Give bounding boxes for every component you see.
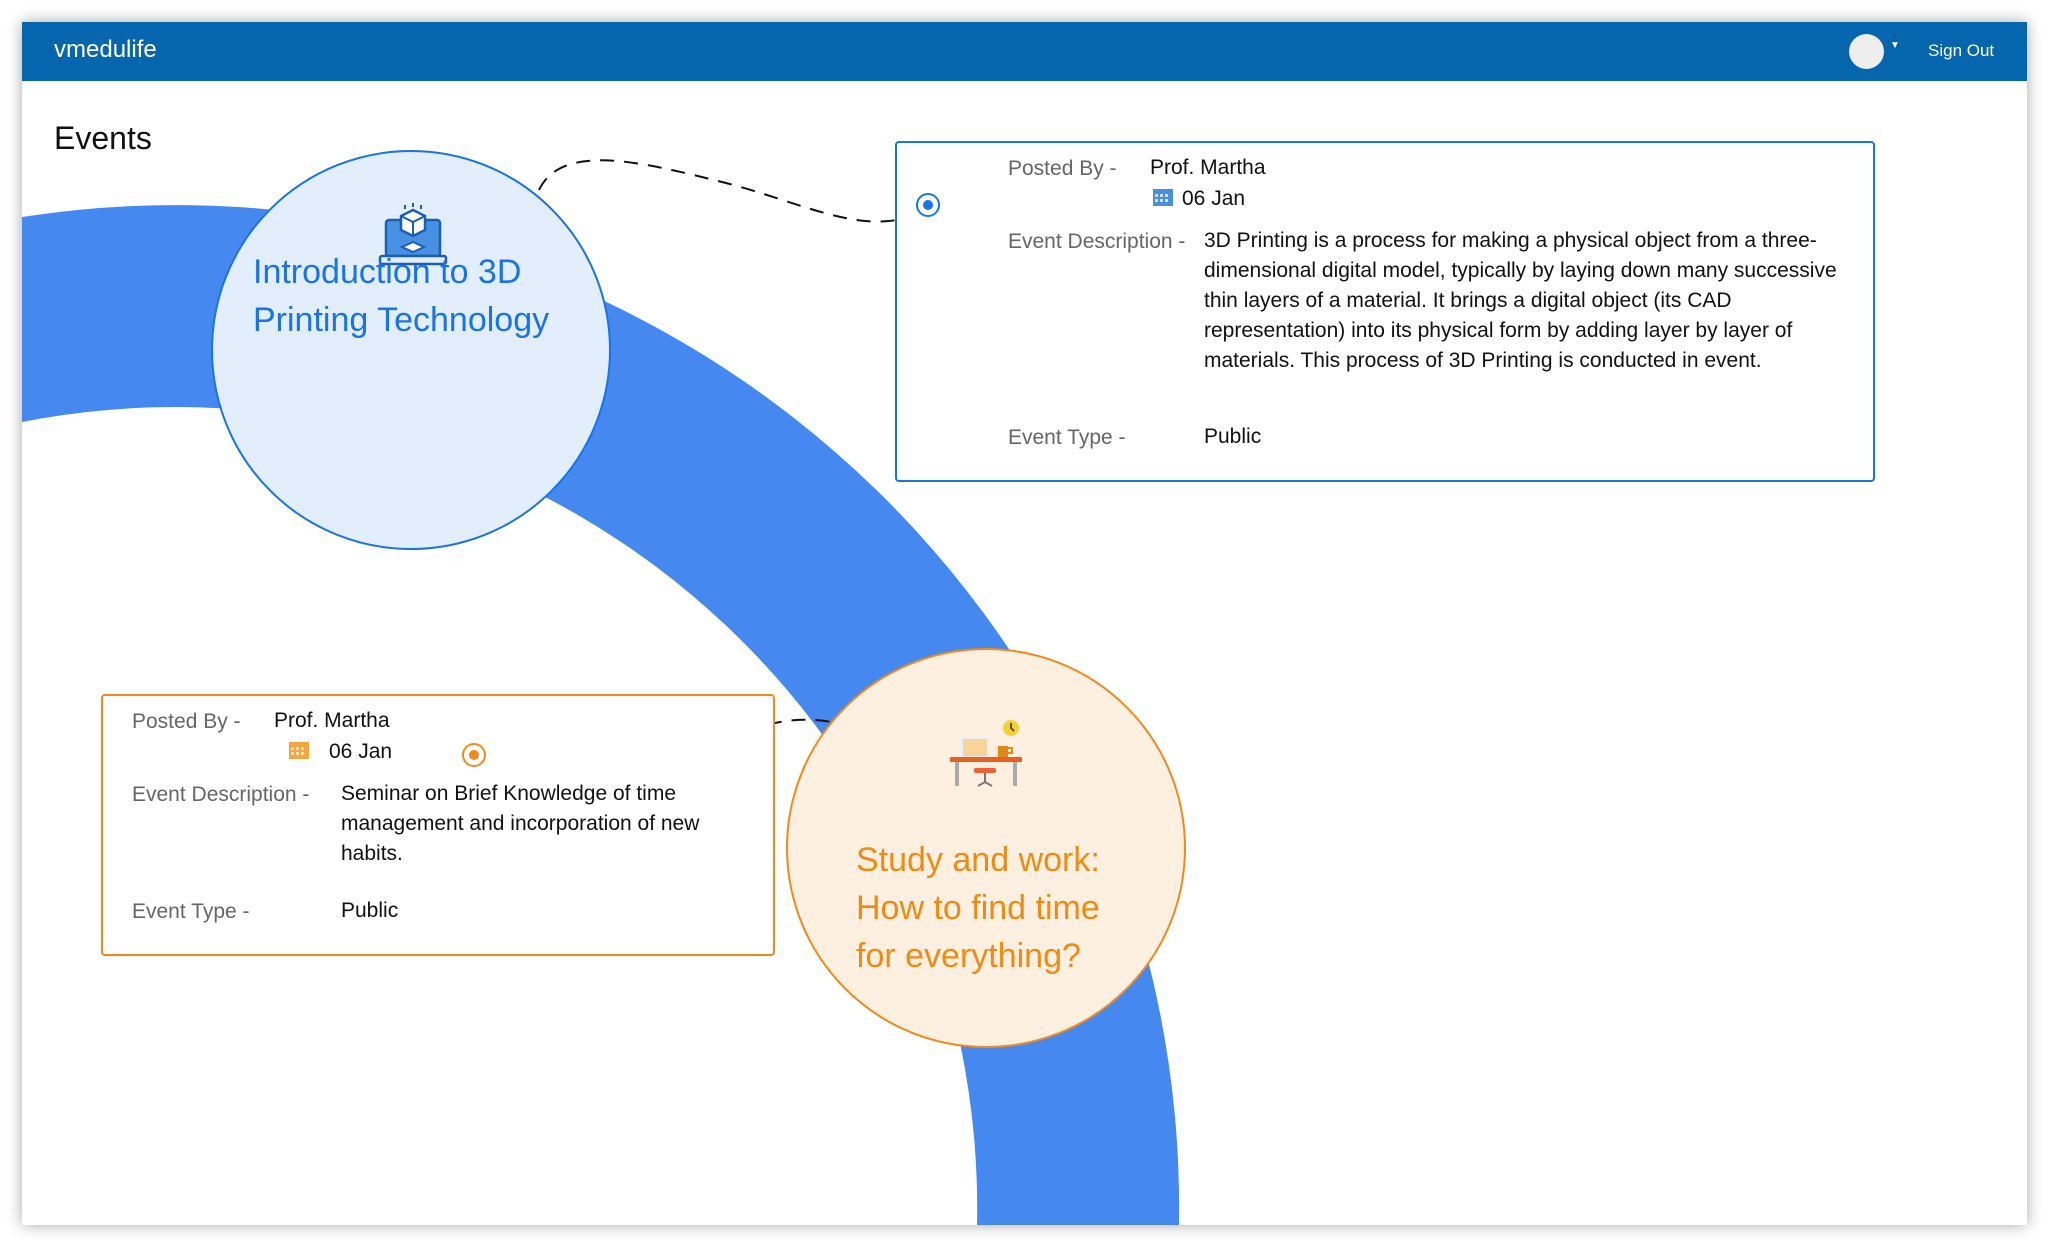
event-details-card: Posted By - Prof. Martha 06 Jan Event De… — [895, 141, 1875, 482]
top-navbar: vmedulife ▼ Sign Out — [22, 22, 2027, 81]
user-avatar[interactable] — [1849, 34, 1884, 69]
event-title-line: for everything? — [856, 937, 1081, 975]
brand-logo[interactable]: vmedulife — [54, 36, 157, 63]
description-label: Event Description - — [132, 783, 310, 806]
event-title-line: Study and work: — [856, 841, 1100, 879]
event-type-label: Event Type - — [1008, 426, 1126, 449]
event-title[interactable]: Study and work: How to find time for eve… — [856, 836, 1100, 980]
page-title: Events — [54, 120, 152, 156]
event-title-line: Printing Technology — [253, 301, 550, 339]
event-title[interactable]: Introduction to 3D Printing Technology — [253, 248, 549, 344]
event-radio-selected[interactable] — [916, 193, 940, 217]
event-date: 06 Jan — [329, 740, 393, 763]
connector-line-1 — [538, 159, 918, 223]
event-details-card: Posted By - Prof. Martha 06 Jan Event De… — [101, 694, 775, 956]
event-title-line: How to find time — [856, 889, 1100, 927]
event-description: Seminar on Brief Knowledge of time manag… — [341, 782, 700, 865]
event-title-line: Introduction to 3D — [253, 253, 522, 291]
posted-by-value: Prof. Martha — [1150, 156, 1266, 179]
posted-by-label: Posted By - — [1008, 157, 1117, 180]
event-type-label: Event Type - — [132, 900, 250, 923]
app-window: vmedulife ▼ Sign Out Events Introduction… — [22, 22, 2027, 1225]
sign-out-link[interactable]: Sign Out — [1928, 41, 1995, 60]
event-type-value: Public — [1204, 425, 1262, 448]
3d-printing-laptop-icon — [378, 203, 448, 266]
description-label: Event Description - — [1008, 230, 1186, 253]
event-circle-3d-printing[interactable]: Introduction to 3D Printing Technology — [211, 150, 611, 550]
posted-by-label: Posted By - — [132, 710, 241, 733]
posted-by-value: Prof. Martha — [274, 709, 390, 732]
event-radio-selected[interactable] — [462, 743, 486, 767]
event-description: 3D Printing is a process for making a ph… — [1204, 229, 1837, 372]
chevron-down-icon[interactable]: ▼ — [1890, 40, 1900, 51]
desk-workspace-icon — [950, 720, 1022, 787]
event-circle-study-work[interactable]: Study and work: How to find time for eve… — [786, 648, 1186, 1048]
calendar-icon — [289, 742, 309, 759]
event-date: 06 Jan — [1182, 187, 1246, 210]
event-type-value: Public — [341, 899, 399, 922]
calendar-icon — [1153, 189, 1173, 206]
